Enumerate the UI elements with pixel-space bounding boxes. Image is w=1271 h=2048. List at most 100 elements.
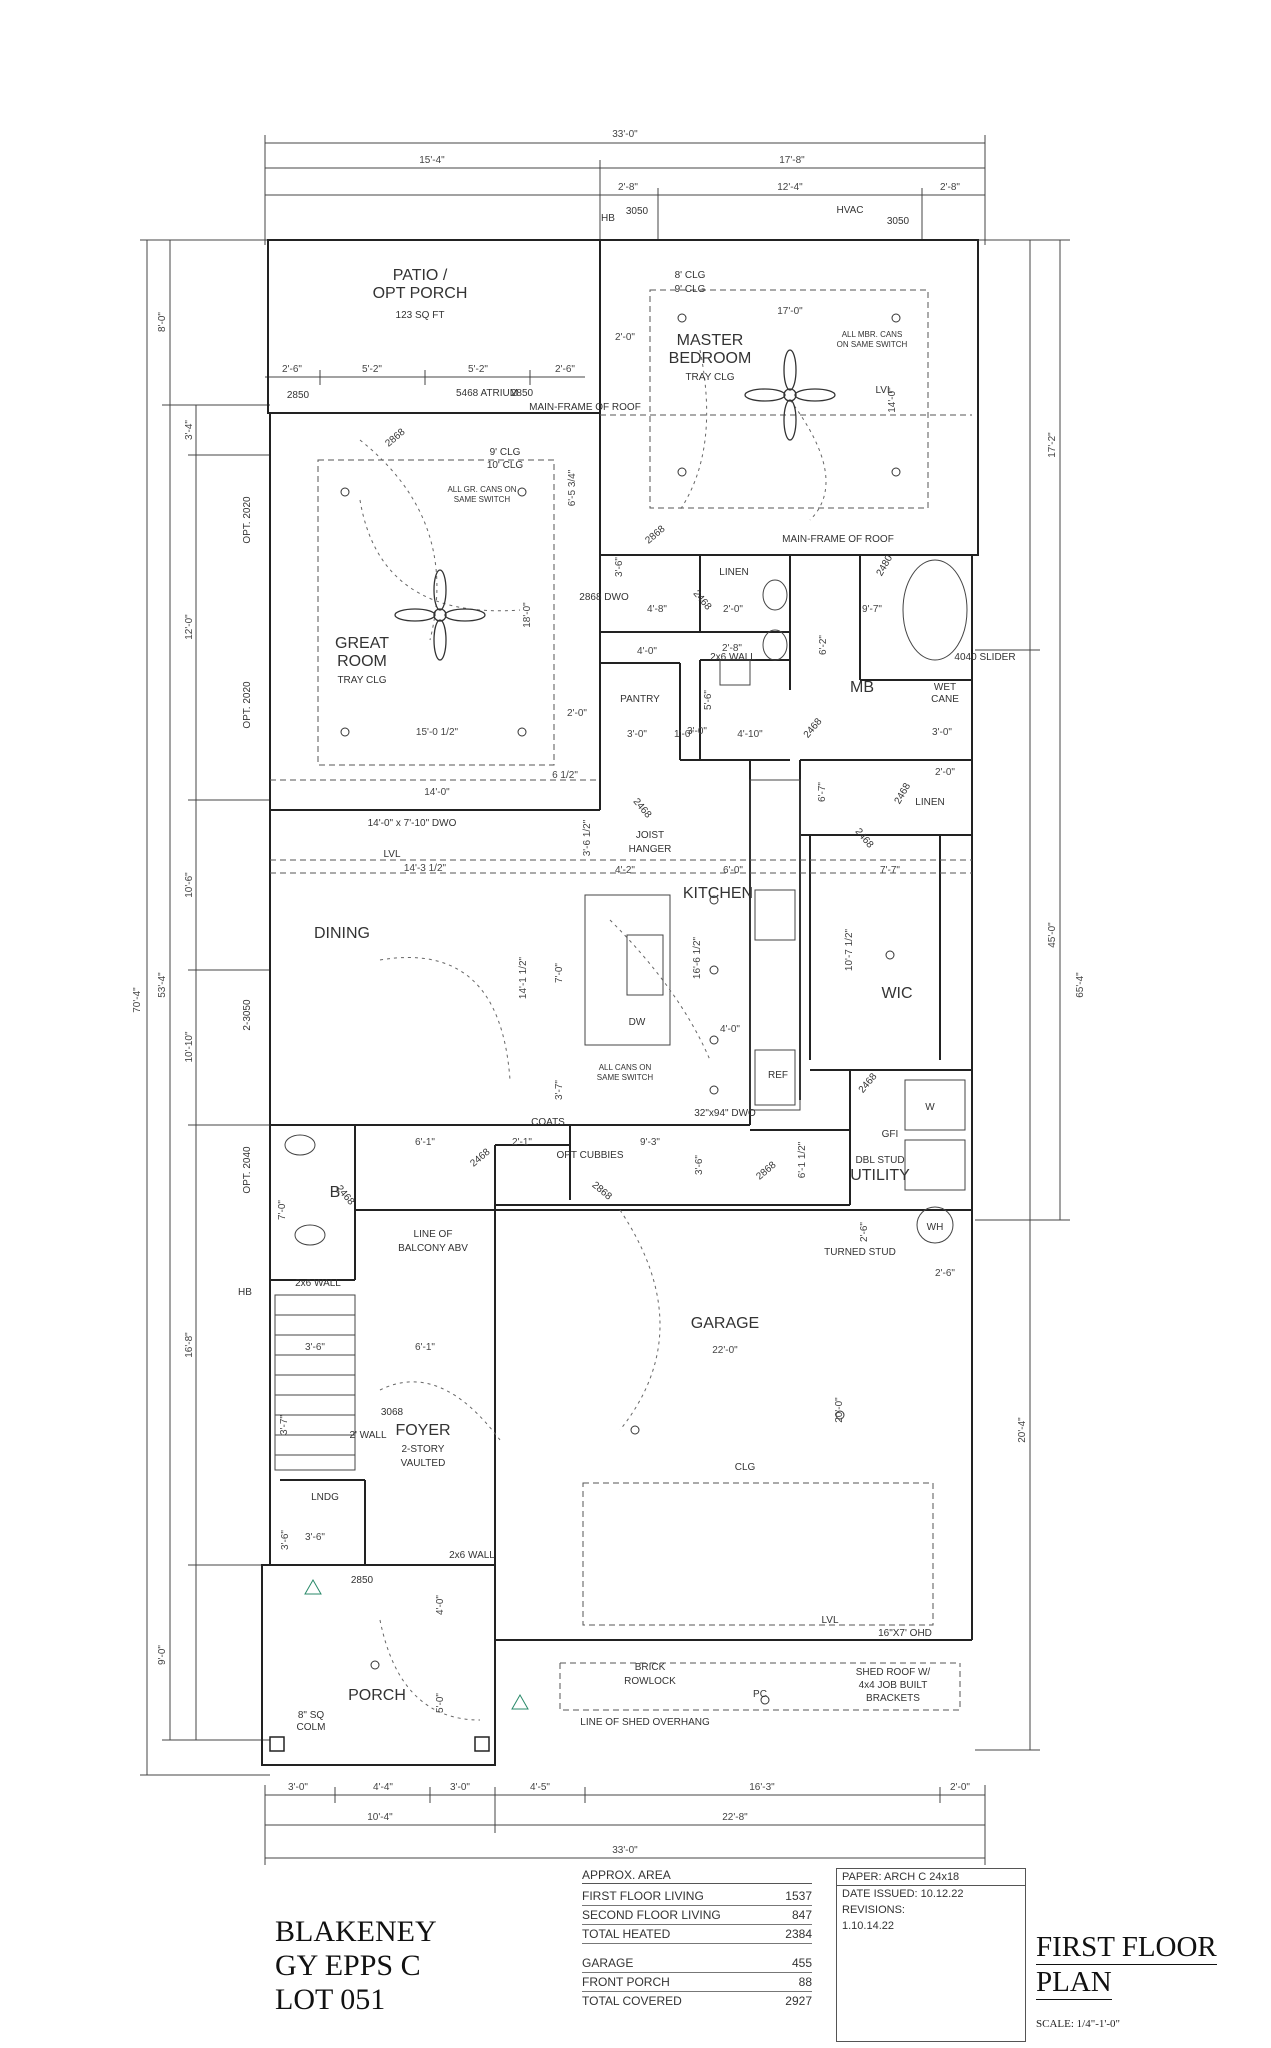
dim-30c: 3'-0" [687, 726, 707, 737]
dim-bot-overall: 33'-0" [612, 1845, 638, 1856]
door-3068-text: 3068 [381, 1407, 404, 1418]
dwo-32-text: 32"x94" DWO [694, 1108, 756, 1119]
small-labels: 123 SQ FT TRAY CLG TRAY CLG PANTRY DBL S… [238, 205, 1016, 1733]
wet-cane-2-text: CANE [931, 694, 959, 705]
area-row: TOTAL HEATED 2384 [582, 1925, 812, 1944]
cans-text: ALL CANS ON [599, 1063, 652, 1072]
dim-93: 9'-3" [640, 1137, 660, 1148]
dim-1432: 14'-3 1/2" [404, 863, 447, 874]
dim-10: 1'-0" [674, 729, 694, 740]
dim-1411: 14'-1 1/2" [518, 956, 529, 999]
area-row: SECOND FLOOR LIVING 847 [582, 1906, 812, 1925]
linen-2-text: LINEN [915, 797, 944, 808]
dim-410: 4'-10" [737, 729, 763, 740]
dim-bot-20: 2'-0" [950, 1782, 970, 1793]
lvl-3-text: LVL [821, 1615, 838, 1626]
dim-20b: 2'-0" [935, 767, 955, 778]
door-2468-b: 2468 [802, 716, 825, 740]
paper-size: PAPER: ARCH C 24x18 [837, 1869, 1025, 1886]
dim-foyer-36c: 3'-6" [305, 1532, 325, 1543]
door-2468-a: 2468 [691, 588, 714, 612]
dim-40b: 4'-0" [720, 1024, 740, 1035]
area-row-value: 88 [798, 1975, 812, 1989]
dishwasher-text: DW [629, 1017, 646, 1028]
label-mb: MB [850, 679, 874, 696]
balcony-abv-text: BALCONY ABV [398, 1243, 468, 1254]
clg-text: CLG [735, 1462, 756, 1473]
dim-left-34: 3'-4" [184, 420, 195, 440]
dim-611: 6'-1 1/2" [797, 1141, 808, 1178]
dim-left-1010: 10'-10" [184, 1031, 195, 1062]
dim-bot-45: 4'-5" [530, 1782, 550, 1793]
dim-top-right: 17'-8" [779, 155, 805, 166]
dim-top-b: 12'-4" [777, 182, 803, 193]
balcony-text: LINE OF [414, 1229, 453, 1240]
lvl-1-text: LVL [383, 849, 400, 860]
window-labels: OPT. 2020 OPT. 2020 2-3050 OPT. 2040 [242, 496, 253, 1194]
dim-foyer-36: 3'-6" [305, 1342, 325, 1353]
dim-40: 4'-0" [637, 646, 657, 657]
dim-bot-163: 16'-3" [749, 1782, 775, 1793]
project-title: BLAKENEY GY EPPS C LOT 051 [275, 1915, 437, 2017]
pantry-text: PANTRY [620, 694, 660, 705]
area-row: GARAGE 455 [582, 1954, 812, 1973]
dim-56: 5'-6" [703, 690, 714, 710]
dim-overall-top: 33'-0" [612, 129, 638, 140]
window-2850-b: 2850 [511, 388, 534, 399]
window-2-3050: 2-3050 [242, 999, 253, 1031]
dim-60: 6'-0" [723, 865, 743, 876]
dim-97: 9'-7" [862, 604, 882, 615]
door-2868-b: 2868 [643, 523, 667, 546]
dim-37: 3'-7" [554, 1080, 565, 1100]
door-2468-c: 2468 [893, 781, 914, 806]
dim-right-654: 65'-4" [1075, 972, 1086, 998]
label-garage: GARAGE [691, 1315, 759, 1332]
linen-text: LINEN [719, 567, 748, 578]
area-row-label: FIRST FLOOR LIVING [582, 1889, 704, 1903]
dim-top-left: 15'-4" [419, 155, 445, 166]
lvl-2-text: LVL [875, 385, 892, 396]
dim-garage-220: 22'-0" [712, 1345, 738, 1356]
dim-mbr-h: 14'-0" [887, 387, 898, 413]
dim-42: 4'-2" [615, 865, 635, 876]
window-opt-2040: OPT. 2040 [242, 1146, 253, 1194]
dwo-2868-text: 2868 DWO [579, 592, 629, 603]
label-dining: DINING [314, 925, 370, 942]
turned-stud-text: TURNED STUD [824, 1247, 896, 1258]
dim-bot-30: 3'-0" [288, 1782, 308, 1793]
label-porch: PORCH [348, 1687, 406, 1704]
project-lot: LOT 051 [275, 1983, 386, 2016]
cans-2-text: SAME SWITCH [597, 1073, 654, 1082]
area-row-value: 2927 [785, 1994, 812, 2008]
dim-foyer-37: 3'-7" [279, 1415, 290, 1435]
hvac-text: HVAC [836, 205, 863, 216]
dim-gr-20: 2'-0" [567, 708, 587, 719]
wall-2x6-c-text: 2x6 WALL [449, 1550, 495, 1561]
stair-treads [274, 1294, 356, 1471]
dim-30b: 3'-0" [932, 727, 952, 738]
dim-foyer-61: 6'-1" [415, 1342, 435, 1353]
area-row-label: TOTAL HEATED [582, 1927, 671, 1941]
dim-patio-c: 5'-2" [468, 364, 488, 375]
area-row-label: GARAGE [582, 1956, 634, 1970]
area-row-value: 455 [791, 1956, 812, 1970]
opt-cubbies-text: OPT CUBBIES [556, 1150, 623, 1161]
dim-top-c: 2'-8" [940, 182, 960, 193]
dim-1071: 10'-7 1/2" [844, 928, 855, 971]
dim-left-106: 10'-6" [184, 872, 195, 898]
area-row: FIRST FLOOR LIVING 1537 [582, 1887, 812, 1906]
label-master: MASTER [677, 332, 744, 349]
dim-left-9: 9'-0" [157, 1645, 168, 1665]
clg-10-text: 10' CLG [487, 460, 524, 471]
shed-roof-3-text: BRACKETS [866, 1693, 920, 1704]
dim-left-120: 12'-0" [184, 614, 195, 640]
dim-36: 3'-6" [614, 557, 625, 577]
door-2468-e: 2468 [631, 796, 654, 820]
dim-right-450: 45'-0" [1047, 922, 1058, 948]
dim-77: 7'-7" [880, 865, 900, 876]
date-issued: DATE ISSUED: 10.12.22 [842, 1888, 964, 1900]
label-utility: UTILITY [850, 1167, 910, 1184]
water-heater-text: WH [927, 1222, 944, 1233]
dim-left-8: 8'-0" [157, 312, 168, 332]
revision-block: PAPER: ARCH C 24x18 DATE ISSUED: 10.12.2… [836, 1868, 1026, 2042]
